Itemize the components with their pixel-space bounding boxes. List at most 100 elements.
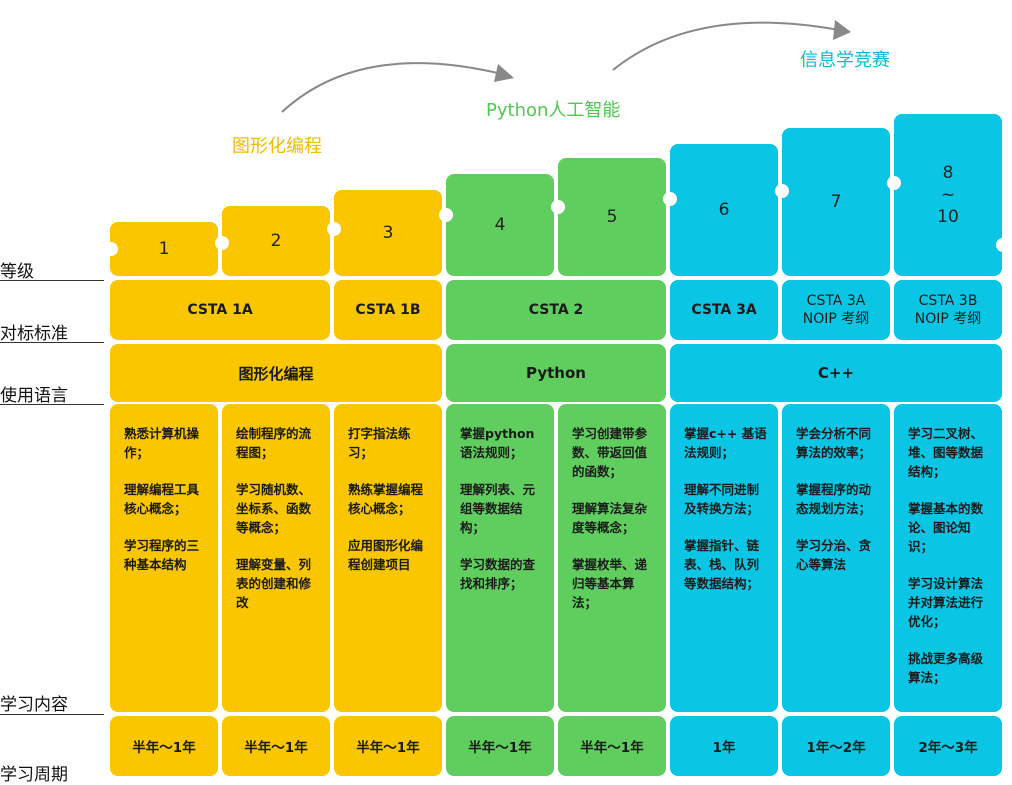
- period-label: 半年～1年: [132, 740, 196, 756]
- content-item: 熟悉计算机操作；: [124, 426, 200, 460]
- puzzle-notch: [663, 192, 677, 206]
- period-cell: 半年～1年: [446, 716, 554, 776]
- standard-label: CSTA 1A: [187, 302, 253, 318]
- puzzle-notch: [104, 242, 118, 256]
- content-cell-4: 掌握python语法规则； 理解列表、元组等数据结构； 学习数据的查找和排序；: [446, 404, 554, 712]
- standard-label: CSTA 3A: [806, 293, 866, 309]
- content-cell-7: 学会分析不同算法的效率； 掌握程序的动态规划方法； 学习分治、贪心等算法: [782, 404, 890, 712]
- level-number: 4: [494, 215, 506, 235]
- row-divider: [0, 342, 104, 343]
- level-number: 1: [158, 239, 170, 259]
- content-item: 学习随机数、坐标系、函数等概念；: [236, 482, 312, 535]
- content-item: 绘制程序的流程图；: [236, 426, 312, 460]
- period-cell: 2年～3年: [894, 716, 1002, 776]
- row-divider: [0, 404, 104, 405]
- period-cell: 1年: [670, 716, 778, 776]
- standard-label: CSTA 3B: [918, 293, 978, 309]
- content-cell-3: 打字指法练习； 熟练掌握编程核心概念； 应用图形化编程创建项目: [334, 404, 442, 712]
- progress-arrow: [612, 20, 851, 71]
- period-cell: 半年～1年: [222, 716, 330, 776]
- content-item: 掌握基本的数论、图论知识；: [908, 501, 984, 554]
- content-item: 学习数据的查找和排序；: [460, 557, 536, 591]
- row-label-period: 学习周期: [0, 765, 68, 785]
- period-label: 半年～1年: [356, 740, 420, 756]
- language-label: C++: [817, 364, 855, 382]
- level-tile-7: 7: [782, 128, 890, 276]
- level-tile-4: 4: [446, 174, 554, 276]
- row-label-standard: 对标标准: [0, 324, 68, 344]
- language-label: Python: [526, 364, 586, 382]
- content-item: 掌握c++ 基语法规则；: [684, 426, 767, 460]
- language-cell: 图形化编程: [110, 344, 442, 402]
- content-item: 学习设计算法并对算法进行优化；: [908, 576, 984, 629]
- track-title-graphical: 图形化编程: [232, 136, 322, 157]
- track-title-python: Python人工智能: [486, 100, 621, 121]
- content-item: 学会分析不同算法的效率；: [796, 426, 872, 460]
- period-label: 半年～1年: [468, 740, 532, 756]
- standard-cell: CSTA 1B: [334, 280, 442, 340]
- level-tile-2: 2: [222, 206, 330, 276]
- standard-label: CSTA 1B: [355, 302, 421, 318]
- period-cell: 半年～1年: [110, 716, 218, 776]
- row-divider: [0, 280, 104, 281]
- standard-cell: CSTA 1A: [110, 280, 330, 340]
- content-item: 掌握指针、链表、栈、队列等数据结构；: [684, 538, 760, 591]
- level-number: 7: [830, 192, 842, 212]
- level-tile-8-10: 8 ~ 10: [894, 114, 1002, 276]
- content-cell-6: 掌握c++ 基语法规则； 理解不同进制及转换方法； 掌握指针、链表、栈、队列等数…: [670, 404, 778, 712]
- puzzle-notch: [887, 176, 901, 190]
- content-cell-1: 熟悉计算机操作； 理解编程工具核心概念； 学习程序的三种基本结构: [110, 404, 218, 712]
- language-label: 图形化编程: [238, 364, 314, 383]
- level-tile-6: 6: [670, 144, 778, 276]
- period-cell: 半年～1年: [334, 716, 442, 776]
- content-item: 挑战更多高级算法；: [908, 651, 984, 685]
- level-number: 5: [606, 207, 618, 227]
- standard-label: NOIP 考纲: [914, 311, 982, 327]
- standard-cell: CSTA 3B NOIP 考纲: [894, 280, 1002, 340]
- content-item: 理解变量、列表的创建和修改: [236, 557, 312, 610]
- row-label-language: 使用语言: [0, 386, 68, 406]
- standard-label: CSTA 2: [528, 302, 584, 318]
- content-item: 学习程序的三种基本结构: [124, 538, 200, 572]
- content-item: 理解不同进制及转换方法；: [684, 482, 760, 516]
- level-number: 8: [942, 163, 954, 183]
- content-item: 掌握枚举、递归等基本算法；: [572, 557, 648, 610]
- level-number: 2: [270, 231, 282, 251]
- standard-cell: CSTA 3A NOIP 考纲: [782, 280, 890, 340]
- content-item: 掌握程序的动态规划方法；: [796, 482, 872, 516]
- content-item: 理解列表、元组等数据结构；: [460, 482, 536, 535]
- puzzle-notch: [327, 222, 341, 236]
- content-item: 应用图形化编程创建项目: [348, 538, 424, 572]
- level-number: 10: [937, 207, 959, 227]
- period-label: 1年～2年: [806, 740, 866, 756]
- content-item: 掌握python语法规则；: [460, 426, 535, 460]
- content-cell-8: 学习二叉树、堆、图等数据结构； 掌握基本的数论、图论知识； 学习设计算法并对算法…: [894, 404, 1002, 712]
- puzzle-notch: [775, 184, 789, 198]
- row-label-level: 等级: [0, 262, 34, 282]
- progress-arrow: [281, 62, 514, 113]
- content-item: 理解算法复杂度等概念；: [572, 501, 648, 535]
- language-cell: C++: [670, 344, 1002, 402]
- level-tile-1: 1: [110, 222, 218, 276]
- period-cell: 1年～2年: [782, 716, 890, 776]
- content-cell-5: 学习创建带参数、带返回值的函数； 理解算法复杂度等概念； 掌握枚举、递归等基本算…: [558, 404, 666, 712]
- content-item: 熟练掌握编程核心概念；: [348, 482, 424, 516]
- period-label: 1年: [712, 740, 736, 756]
- puzzle-notch: [215, 236, 229, 250]
- track-title-olympiad: 信息学竞赛: [800, 50, 890, 71]
- standard-cell: CSTA 3A: [670, 280, 778, 340]
- standard-cell: CSTA 2: [446, 280, 666, 340]
- level-range-tilde: ~: [940, 185, 956, 205]
- content-cell-2: 绘制程序的流程图； 学习随机数、坐标系、函数等概念； 理解变量、列表的创建和修改: [222, 404, 330, 712]
- period-label: 半年～1年: [244, 740, 308, 756]
- level-number: 6: [718, 200, 730, 220]
- content-item: 学习二叉树、堆、图等数据结构；: [908, 426, 984, 479]
- content-item: 打字指法练习；: [348, 426, 411, 460]
- standard-label: CSTA 3A: [691, 302, 757, 318]
- content-item: 理解编程工具核心概念；: [124, 482, 200, 516]
- puzzle-notch: [551, 200, 565, 214]
- row-divider: [0, 714, 104, 715]
- puzzle-notch: [996, 238, 1010, 252]
- level-tile-3: 3: [334, 190, 442, 276]
- content-item: 学习分治、贪心等算法: [796, 538, 872, 572]
